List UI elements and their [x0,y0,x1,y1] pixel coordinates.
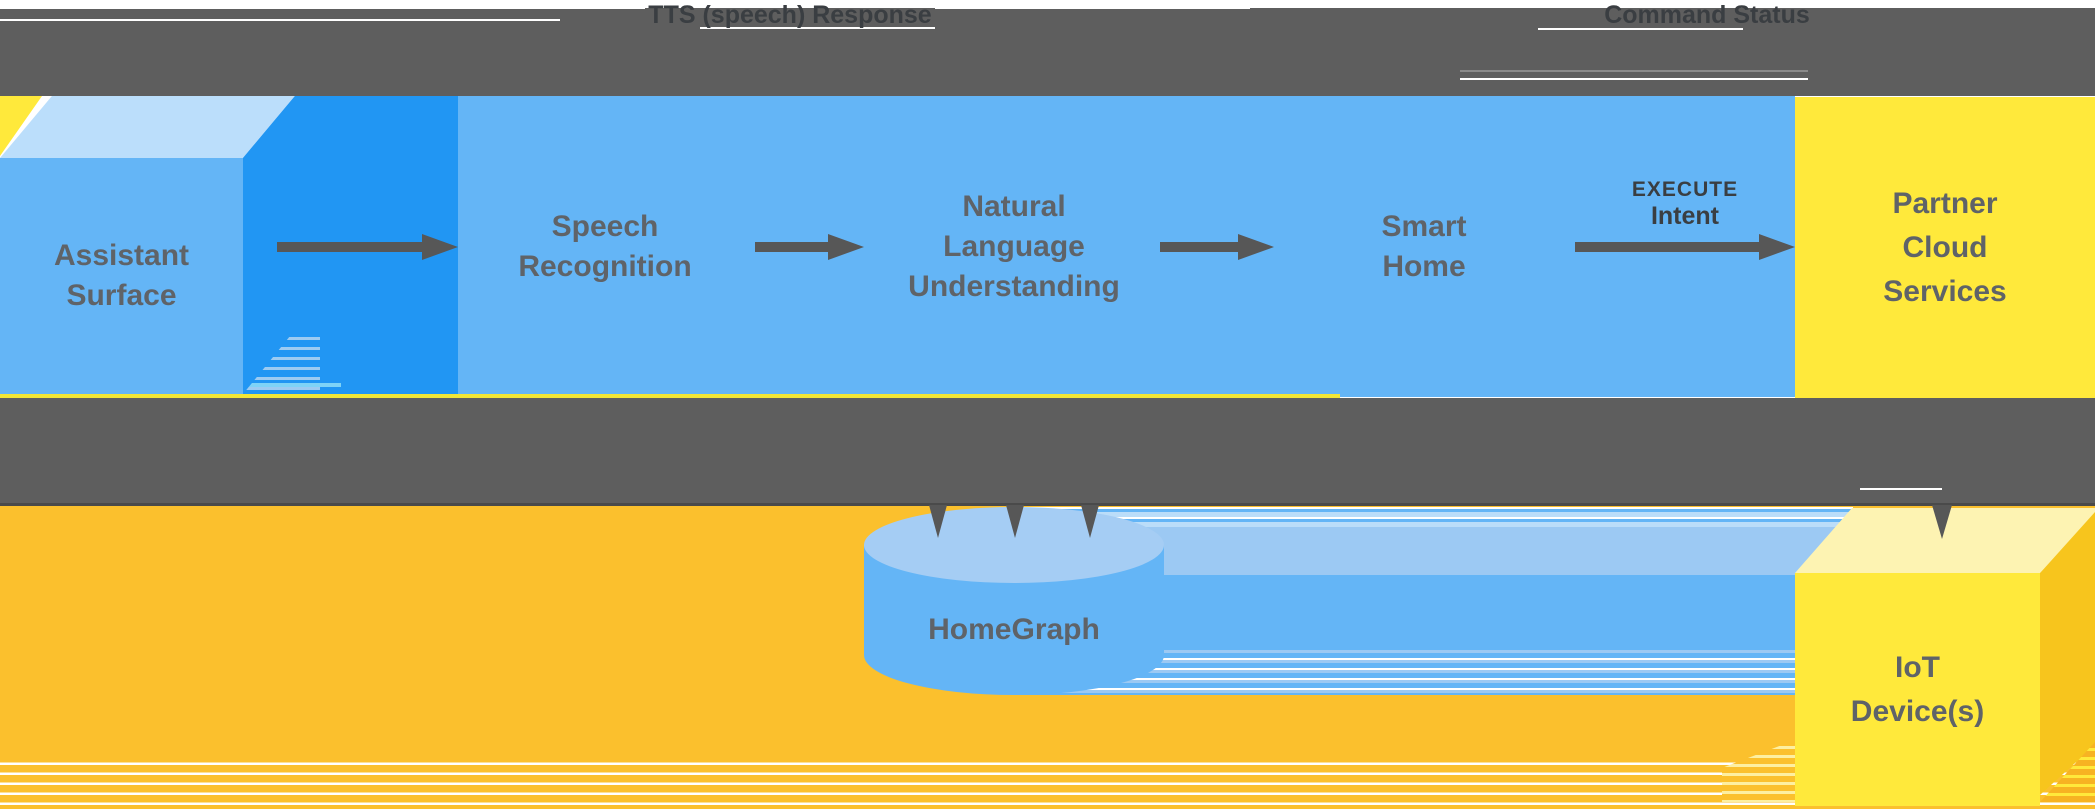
node-label-line: Home [1382,249,1466,283]
node-label-line: Device(s) [1850,694,1985,728]
band-artifact-line [0,19,560,21]
node-label-line: Speech [551,209,659,243]
execute-intent-line: Intent [1650,202,1720,230]
arrow-nlu-to-smarthome [1160,242,1244,252]
node-assistant-surface: Assistant Surface [0,158,243,394]
node-label-line: HomeGraph [928,613,1100,646]
node-partner-cloud-services: Partner Cloud Services [1795,97,2095,399]
node-label-line: Natural [962,189,1066,223]
band-artifact-line [1538,28,1743,30]
node-natural-language-understanding: Natural Language Understanding [864,96,1164,397]
node-label-line: Assistant [53,239,190,272]
google-assistant-box [458,96,1795,397]
node-homegraph: HomeGraph [864,600,1164,660]
node-label-line: Smart [1381,209,1467,243]
assistant-cube-top-face [0,96,295,158]
return-band-top [0,8,2095,96]
execute-intent-line: EXECUTE [1631,178,1739,201]
node-label-line: Surface [66,279,177,312]
node-iot-devices: IoT Device(s) [1795,573,2040,806]
partner-cloud-box [1795,97,2095,399]
node-smart-home: Smart Home [1274,96,1574,397]
band-artifact-line [1460,70,1808,72]
arrow-assistant-to-speech [277,242,428,252]
return-band-middle [0,398,2095,506]
band-artifact-line [935,7,1250,9]
arrow-speech-to-nlu [755,242,834,252]
node-label-line: Understanding [908,269,1120,303]
label-command-status: Command Status [1604,1,1810,29]
node-label-line: Partner [1892,187,1998,220]
band-artifact-line [1460,78,1808,80]
arrow-smarthome-to-partner [1575,242,1764,252]
band-artifact-line [700,27,935,29]
node-label-line: Recognition [518,249,692,283]
node-label-line: Cloud [1902,231,1988,264]
node-speech-recognition: Speech Recognition [455,96,755,397]
thin-yellow-strip [0,394,1340,398]
node-label-line: Services [1883,275,2007,308]
node-label-line: IoT [1895,650,1940,684]
node-label-line: Language [943,229,1085,263]
bar-artifact-stripes-top [1014,507,1853,527]
band-artifact-line [1860,488,1942,490]
band-artifact-line [0,7,645,9]
compression-artifact-cyan-line [185,383,341,387]
label-tts-response: TTS (speech) Response [648,1,932,29]
label-execute-intent: EXECUTE Intent [1595,178,1775,230]
